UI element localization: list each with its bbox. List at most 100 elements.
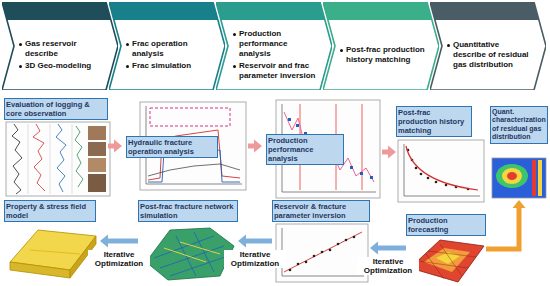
process-panel: Property & stress field model [4, 198, 100, 282]
bullet-dot [126, 43, 129, 46]
flow-arrow [382, 146, 396, 159]
stage-text: Frac simulation [132, 61, 191, 71]
bullet-dot [233, 33, 236, 36]
bullet-row: Frac simulation [126, 61, 211, 71]
stage-chevron: Gas reservoir describe 3D Geo-modeling [2, 2, 118, 90]
process-panel: Reservoir & fracture parameter inversion [272, 198, 370, 282]
bullet-row: Quantitative describe of residual gas di… [447, 40, 532, 70]
edge-label: Iterative Optimization [224, 250, 286, 268]
property-model-figure [10, 230, 96, 278]
chevron-outline [109, 2, 225, 90]
panel-label: Reservoir & fracture parameter inversion [272, 200, 370, 222]
arrow-shaft [382, 150, 388, 155]
process-panel: Production performance analysis [262, 98, 382, 200]
chevron-outline [216, 2, 332, 90]
arrow-shaft [108, 144, 114, 149]
arrow-head [388, 146, 396, 159]
panel-label: Production forecasting [406, 214, 486, 236]
fracture-network-figure [146, 228, 234, 280]
arrow-head [370, 242, 378, 255]
panel-text: Evaluation of logging & core observation [6, 100, 90, 118]
chevron-outline [323, 2, 439, 90]
edge-label-text: Iterative Optimization [364, 257, 412, 275]
bullet-row: Post-frac production history matching [340, 45, 425, 65]
stage-chevron: Frac operation analysisFrac simulation [109, 2, 225, 90]
stage-text: Frac operation analysis [132, 39, 211, 59]
flow-arrow [108, 140, 122, 153]
flow-arrow [486, 200, 526, 249]
arrow-shaft [486, 208, 519, 249]
chevron-content: Production performance analysisReservoir… [216, 2, 332, 90]
arrow-head [100, 235, 108, 248]
panel-text: Post-frac fracture network simulation [140, 202, 233, 220]
panel-text: Post-frac production history matching [398, 108, 464, 135]
logging-core-figure [6, 122, 110, 196]
panel-label: Evaluation of logging & core observation [4, 98, 108, 120]
flow-arrow [370, 242, 406, 255]
bullet-row: Gas reservoir describe [19, 39, 104, 59]
chevron-content: Post-frac production history matching [323, 2, 439, 90]
arrow-head [238, 235, 246, 248]
forecast-surface-figure [410, 240, 484, 282]
panel-text: Production forecasting [408, 216, 448, 234]
history-matching-chart [398, 140, 484, 202]
stage-text: Post-frac production history matching [346, 45, 425, 65]
edge-label: Iterative Optimization [357, 257, 419, 275]
chevron-outline [2, 2, 118, 90]
panel-text: Hydraulic fracture operation analysis [128, 138, 194, 156]
stage-chevron: Production performance analysisReservoir… [216, 2, 332, 90]
arrow-shaft [248, 144, 254, 149]
arrow-shaft [108, 239, 138, 244]
process-panel: Quant. characterization of residual gas … [490, 104, 548, 200]
arrow-shaft [246, 239, 272, 244]
edge-label-text: Iterative Optimization [231, 250, 279, 268]
bullet-dot [340, 49, 343, 52]
stage-text: Production performance analysis [239, 29, 318, 59]
bullet-dot [19, 43, 22, 46]
stage-text: Reservoir and frac parameter inversion [239, 61, 318, 81]
panel-label: Quant. characterization of residual gas … [490, 106, 548, 144]
panel-label: Production performance analysis [266, 134, 344, 165]
chevron-content: Gas reservoir describe 3D Geo-modeling [2, 2, 118, 90]
stage-text: Quantitative describe of residual gas di… [453, 40, 532, 70]
bullet-row: Production performance analysis [233, 29, 318, 59]
panel-label: Hydraulic fracture operation analysis [126, 136, 218, 158]
flow-arrow [100, 235, 138, 248]
chevron-content: Frac operation analysisFrac simulation [109, 2, 225, 90]
flow-arrow [238, 235, 272, 248]
process-panel: Hydraulic fracture operation analysis [122, 100, 248, 192]
bullet-dot [126, 65, 129, 68]
process-panel: Evaluation of logging & core observation [4, 98, 108, 198]
bullet-dot [233, 65, 236, 68]
bullet-row: Reservoir and frac parameter inversion [233, 61, 318, 81]
residual-gas-map [492, 158, 546, 198]
process-panel: Post-frac production history matching [396, 104, 486, 204]
edge-label: Iterative Optimization [88, 250, 150, 268]
arrow-head [114, 140, 122, 153]
arrow-shaft [378, 246, 406, 251]
stage-chevron: Post-frac production history matching [323, 2, 439, 90]
edge-label-text: Iterative Optimization [95, 250, 143, 268]
panel-text: Reservoir & fracture parameter inversion [274, 202, 346, 220]
bullet-dot [19, 65, 22, 68]
stage-text: Gas reservoir describe [25, 39, 104, 59]
parameter-inversion-chart [276, 224, 368, 282]
stage-text: 3D Geo-modeling [25, 61, 91, 71]
arrow-head [254, 140, 262, 153]
stage-chevron: Quantitative describe of residual gas di… [430, 2, 546, 90]
bullet-row: Frac operation analysis [126, 39, 211, 59]
panel-label: Property & stress field model [4, 200, 96, 222]
process-panel: Post-frac fracture network simulation [138, 200, 238, 282]
bullet-dot [447, 44, 450, 47]
panel-text: Production performance analysis [268, 136, 313, 163]
panel-label: Post-frac production history matching [396, 106, 472, 137]
panel-text: Quant. characterization of residual gas … [492, 108, 546, 140]
chevron-outline [430, 2, 546, 90]
bullet-row: 3D Geo-modeling [19, 61, 104, 71]
chevron-content: Quantitative describe of residual gas di… [430, 2, 546, 90]
panel-label: Post-frac fracture network simulation [138, 200, 238, 222]
arrow-head [513, 200, 526, 208]
panel-text: Property & stress field model [6, 202, 86, 220]
flow-arrow [248, 140, 262, 153]
